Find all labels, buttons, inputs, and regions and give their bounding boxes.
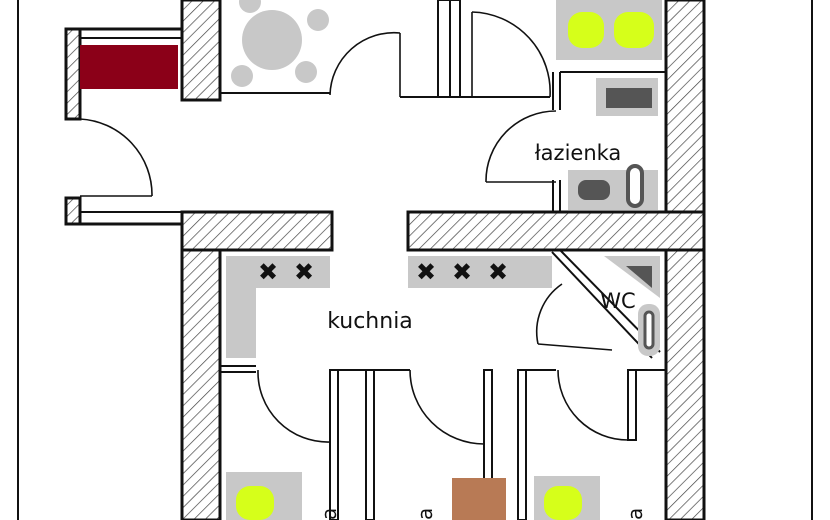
wall-mid-right <box>406 210 706 252</box>
wc-sink <box>626 266 652 288</box>
stove-marks: ✖ ✖ ✖ ✖ ✖ <box>258 258 508 286</box>
stove-x-icon: ✖ <box>294 258 314 286</box>
pillow <box>236 486 274 520</box>
chair <box>295 61 317 83</box>
door-arc-top-left <box>329 31 401 96</box>
door-arc-bottom-2 <box>409 369 485 445</box>
door-arc-entrance <box>79 118 153 197</box>
door-arc-bathroom <box>485 110 557 183</box>
room-label-bottom-right: a <box>623 508 647 520</box>
wall-right-lower <box>664 248 706 520</box>
chair <box>239 0 261 13</box>
stove-x-icon: ✖ <box>488 258 508 286</box>
wall-left-lower <box>180 248 222 520</box>
desk <box>452 478 506 520</box>
counter-corner <box>226 256 256 358</box>
wall-top-partition-right <box>449 0 461 98</box>
wall-upper-left <box>64 27 82 121</box>
wall-lower-partition-3 <box>483 369 493 520</box>
stove-x-icon: ✖ <box>416 258 436 286</box>
wall-lower-partition-2 <box>365 369 375 520</box>
wall-right-upper <box>664 0 706 254</box>
chair <box>307 9 329 31</box>
counter-right <box>408 256 552 288</box>
wall-mid-left <box>180 210 334 252</box>
room-label-bottom-middle: a <box>413 508 437 520</box>
room-label-kitchen: kuchnia <box>327 309 413 334</box>
chair <box>231 65 253 87</box>
wall-top-left-column <box>180 0 222 102</box>
sink <box>578 180 610 200</box>
pillow <box>568 12 604 48</box>
door-arc-bottom-1 <box>257 369 331 443</box>
wall-left-stub <box>64 196 82 226</box>
wall-top-partition-left <box>437 0 451 98</box>
pillow <box>614 12 654 48</box>
wall-lower-partition-4 <box>517 369 527 520</box>
bathtub-inner <box>606 88 652 108</box>
toilet <box>626 164 644 208</box>
round-table <box>242 10 302 70</box>
room-label-bottom-left: a <box>317 508 341 520</box>
door-arc-top-right <box>471 11 551 98</box>
stove-x-icon: ✖ <box>258 258 278 286</box>
wall-lower-partition-1 <box>329 369 339 520</box>
radiator <box>80 45 178 89</box>
room-label-wc: WC <box>600 289 635 313</box>
pillow <box>544 486 582 520</box>
door-arc-bottom-3 <box>557 369 629 441</box>
room-label-bathroom: łazienka <box>535 141 622 165</box>
stove-x-icon: ✖ <box>452 258 472 286</box>
door-arc-wc <box>535 283 563 345</box>
